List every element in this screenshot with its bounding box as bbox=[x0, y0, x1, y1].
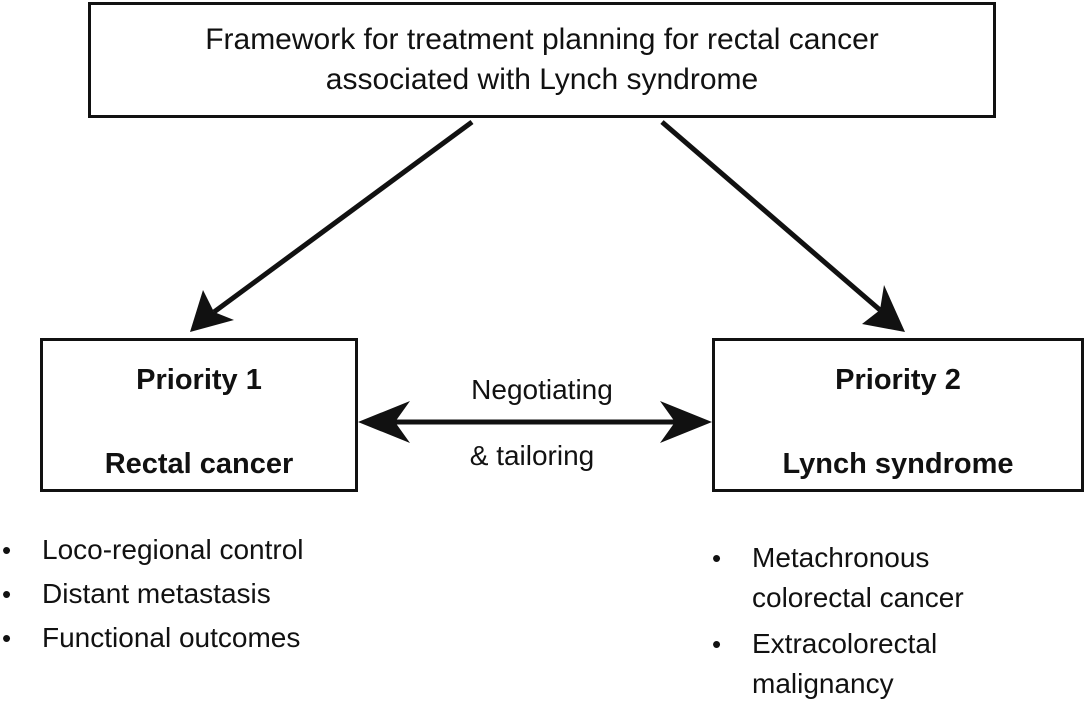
arrow-to-priority-1 bbox=[190, 119, 474, 332]
priority-1-box: Priority 1 Rectal cancer bbox=[40, 338, 358, 492]
arrow-to-priority-2 bbox=[660, 120, 905, 332]
list-item: Metachronous colorectal cancer bbox=[712, 538, 964, 618]
rectal-cancer-considerations-list: Loco-regional control Distant metastasis… bbox=[2, 528, 304, 660]
list-item: Functional outcomes bbox=[2, 616, 304, 660]
lynch-syndrome-considerations-list: Metachronous colorectal cancer Extracolo… bbox=[712, 538, 964, 710]
list-item-line: Metachronous bbox=[752, 542, 930, 573]
list-item-line: Extracolorectal bbox=[752, 628, 938, 659]
priority-2-box: Priority 2 Lynch syndrome bbox=[712, 338, 1084, 492]
framework-title-box: Framework for treatment planning for rec… bbox=[88, 2, 996, 118]
double-arrow-negotiation bbox=[358, 401, 712, 443]
priority-1-title: Priority 1 bbox=[136, 364, 262, 396]
connector-label-line-1: Negotiating bbox=[471, 374, 613, 405]
list-item: Loco-regional control bbox=[2, 528, 304, 572]
list-item: Distant metastasis bbox=[2, 572, 304, 616]
list-item: Extracolorectal malignancy bbox=[712, 624, 964, 704]
priority-1-subtitle: Rectal cancer bbox=[104, 448, 294, 480]
priority-2-subtitle: Lynch syndrome bbox=[782, 448, 1014, 480]
priority-2-title: Priority 2 bbox=[835, 364, 961, 396]
list-item-line: colorectal cancer bbox=[752, 582, 964, 613]
framework-title-line-2: associated with Lynch syndrome bbox=[325, 63, 759, 96]
connector-label-line-2: & tailoring bbox=[469, 440, 595, 471]
framework-title-line-1: Framework for treatment planning for rec… bbox=[205, 23, 879, 56]
list-item-line: malignancy bbox=[752, 668, 894, 699]
